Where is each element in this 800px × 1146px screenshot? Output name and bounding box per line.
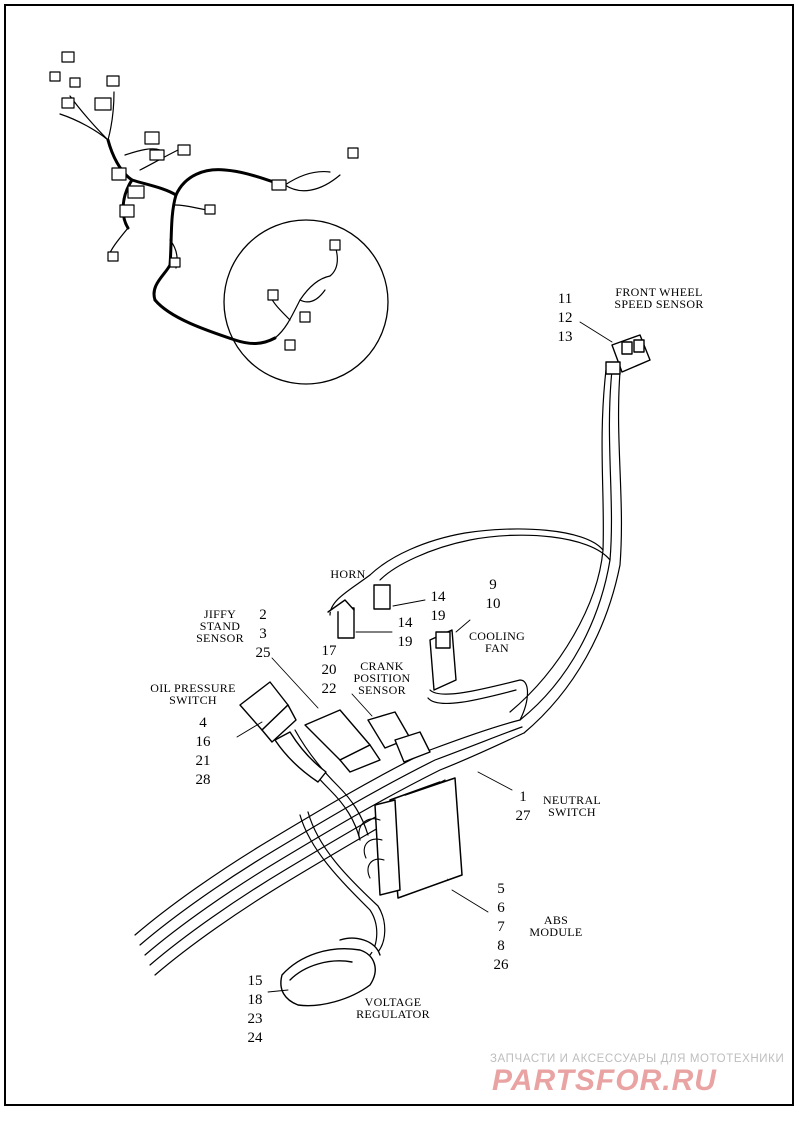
voltage-regulator-part-numbers: 15 18 23 24 — [247, 973, 263, 1046]
front-wheel-speed-sensor-part-numbers: 11 12 13 — [557, 291, 573, 345]
jiffy-stand-sensor-label: JIFFY STAND SENSOR — [196, 607, 244, 645]
main-bundle — [134, 719, 525, 976]
cooling-fan-label: COOLING FAN — [468, 629, 526, 655]
watermark-tagline: ЗАПЧАСТИ И АКСЕССУАРЫ ДЛЯ МОТОТЕХНИКИ — [490, 1053, 785, 1065]
horn-part-numbers-c: 17 20 22 — [321, 643, 337, 697]
neutral-switch-label: NEUTRAL SWITCH — [542, 793, 602, 819]
horn-part-numbers-b: 14 19 — [397, 615, 413, 650]
front-sensor-wires — [509, 369, 623, 734]
overview-harness — [106, 138, 287, 345]
front-wheel-speed-sensor-label: FRONT WHEEL SPEED SENSOR — [614, 285, 704, 311]
crank-position-sensor-label: CRANK POSITION SENSOR — [353, 659, 411, 697]
voltage-regulator — [280, 937, 381, 1007]
oil-pressure-switch-part-numbers: 4 16 21 28 — [195, 715, 211, 788]
abs-module-part-numbers: 5 6 7 8 26 — [493, 881, 509, 973]
voltage-regulator-label: VOLTAGE REGULATOR — [356, 995, 430, 1021]
overview-branches — [59, 91, 341, 269]
leader-lines — [236, 321, 613, 993]
cooling-fan-part-numbers: 9 10 — [485, 577, 501, 612]
horn-connectors — [327, 584, 391, 639]
oil-pressure-switch — [239, 681, 327, 783]
oil-pressure-switch-label: OIL PRESSURE SWITCH — [150, 681, 236, 707]
overview-connectors — [49, 51, 359, 268]
abs-module — [374, 777, 463, 899]
jiffy-stand-sensor-part-numbers: 2 3 25 — [255, 607, 271, 661]
crank-position-connectors — [304, 709, 431, 773]
front-wheel-speed-sensor — [605, 334, 651, 375]
regulator-wires — [299, 811, 386, 956]
detail-circle — [223, 219, 389, 385]
cooling-fan-connector — [429, 629, 457, 691]
neutral-switch-part-numbers: 1 27 — [515, 789, 531, 824]
horn-part-numbers-a: 14 19 — [430, 589, 446, 624]
watermark-logo: PARTSFOR.RU — [492, 1064, 717, 1097]
horn-label: HORN — [330, 567, 366, 581]
detail-harness — [269, 244, 338, 339]
abs-module-label: ABS MODULE — [529, 913, 583, 939]
